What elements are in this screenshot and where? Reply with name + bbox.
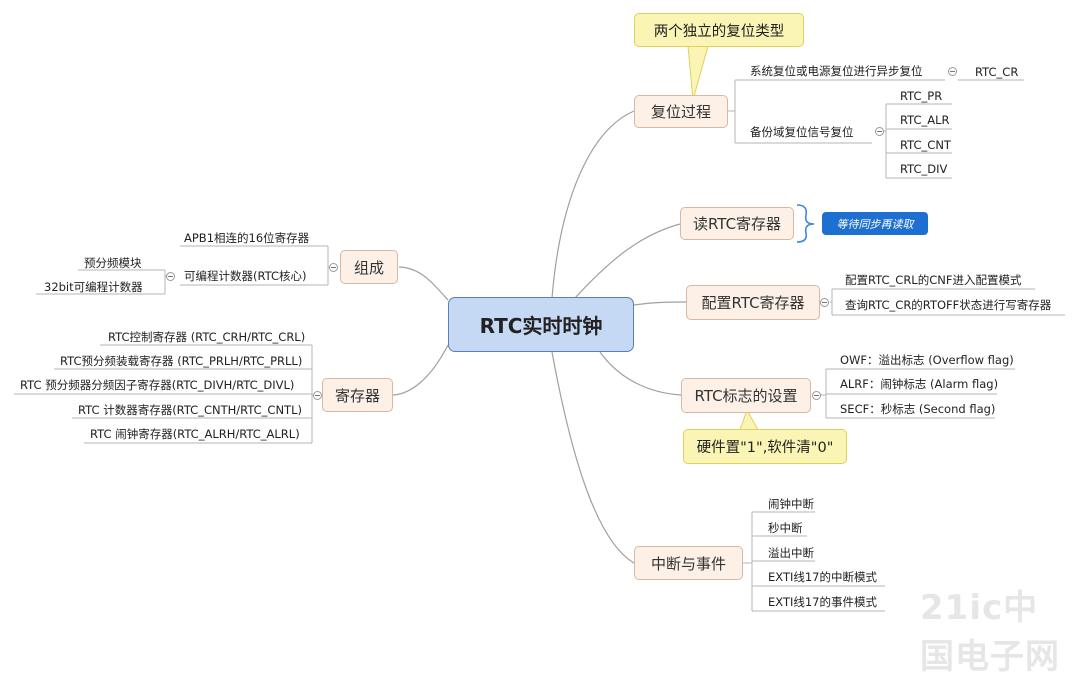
note-wait-sync[interactable]: 等待同步再读取 — [822, 212, 928, 235]
reset-item-backup: 备份域复位信号复位 — [750, 125, 854, 139]
topic-interrupts-events[interactable]: 中断与事件 — [634, 546, 743, 580]
brace-shape — [796, 204, 815, 243]
link-registers — [392, 344, 449, 396]
reset-leaf-rtc-cr: RTC_CR — [975, 65, 1019, 79]
composition-leaf-32bit-counter: 32bit可编程计数器 — [44, 280, 143, 294]
link-composition — [398, 266, 449, 301]
callout-pointer-reset — [687, 45, 709, 101]
mindmap-canvas: RTC实时时钟 两个独立的复位类型 复位过程 系统复位或电源复位进行异步复位 R… — [14, 13, 1065, 677]
callout-hw-set-sw-clear[interactable]: 硬件置"1",软件清"0" — [683, 429, 847, 464]
collapse-toggle[interactable] — [812, 391, 821, 400]
reset-item-system: 系统复位或电源复位进行异步复位 — [750, 64, 923, 78]
register-item-prescaler-divider: RTC 预分频器分频因子寄存器(RTC_DIVH/RTC_DIVL) — [20, 378, 295, 392]
config-item-rtoff: 查询RTC_CR的RTOFF状态进行写寄存器 — [845, 298, 1052, 312]
collapse-toggle[interactable] — [329, 263, 338, 272]
topic-composition[interactable]: 组成 — [340, 250, 398, 284]
link-interrupts — [551, 351, 635, 564]
reset-leaf-rtc-cnt: RTC_CNT — [900, 138, 951, 152]
flag-item-owf: OWF：溢出标志 (Overflow flag) — [840, 353, 1014, 367]
interrupt-item-overflow: 溢出中断 — [768, 546, 814, 560]
composition-leaf-prescaler: 预分频模块 — [84, 256, 142, 270]
central-topic[interactable]: RTC实时时钟 — [448, 297, 634, 352]
collapse-toggle[interactable] — [166, 272, 175, 281]
link-config — [633, 301, 687, 306]
composition-item-counter: 可编程计数器(RTC核心) — [184, 269, 307, 283]
register-item-prescaler-load: RTC预分频装载寄存器 (RTC_PRLH/RTC_PRLL) — [60, 354, 303, 368]
reset-leaf-rtc-div: RTC_DIV — [900, 162, 948, 176]
interrupt-item-second: 秒中断 — [768, 521, 803, 535]
topic-read-rtc-register[interactable]: 读RTC寄存器 — [680, 207, 794, 240]
topic-config-rtc-register[interactable]: 配置RTC寄存器 — [686, 285, 820, 320]
collapse-toggle[interactable] — [313, 391, 322, 400]
link-read — [574, 223, 681, 299]
reset-leaf-rtc-pr: RTC_PR — [900, 89, 943, 103]
callout-reset-types[interactable]: 两个独立的复位类型 — [634, 13, 804, 47]
interrupt-item-alarm: 闹钟中断 — [768, 497, 814, 511]
interrupt-item-exti-event: EXTI线17的事件模式 — [768, 595, 877, 609]
link-reset — [551, 110, 635, 299]
flag-item-alrf: ALRF：闹钟标志 (Alarm flag) — [840, 377, 999, 391]
reset-leaf-rtc-alr: RTC_ALR — [900, 113, 950, 127]
callout-pointer-flags — [739, 408, 759, 431]
collapse-toggle[interactable] — [875, 127, 884, 136]
watermark-logo: 21ic中国电子网 — [920, 588, 1060, 677]
register-item-control: RTC控制寄存器 (RTC_CRH/RTC_CRL) — [108, 330, 306, 344]
collapse-toggle[interactable] — [948, 67, 957, 76]
register-item-alarm: RTC 闹钟寄存器(RTC_ALRH/RTC_ALRL) — [90, 427, 300, 441]
flag-item-secf: SECF：秒标志 (Second flag) — [840, 402, 996, 416]
composition-item-apb1: APB1相连的16位寄存器 — [184, 231, 310, 245]
collapse-toggle[interactable] — [820, 298, 829, 307]
connector-lines — [14, 45, 1065, 612]
topic-reset-process[interactable]: 复位过程 — [634, 95, 728, 128]
register-item-counter: RTC 计数器寄存器(RTC_CNTH/RTC_CNTL) — [78, 403, 302, 417]
interrupt-item-exti-interrupt: EXTI线17的中断模式 — [768, 570, 877, 584]
config-item-cnf: 配置RTC_CRL的CNF进入配置模式 — [845, 273, 1022, 287]
link-flags — [599, 351, 682, 396]
topic-rtc-flags[interactable]: RTC标志的设置 — [681, 378, 811, 413]
topic-registers[interactable]: 寄存器 — [322, 378, 393, 412]
